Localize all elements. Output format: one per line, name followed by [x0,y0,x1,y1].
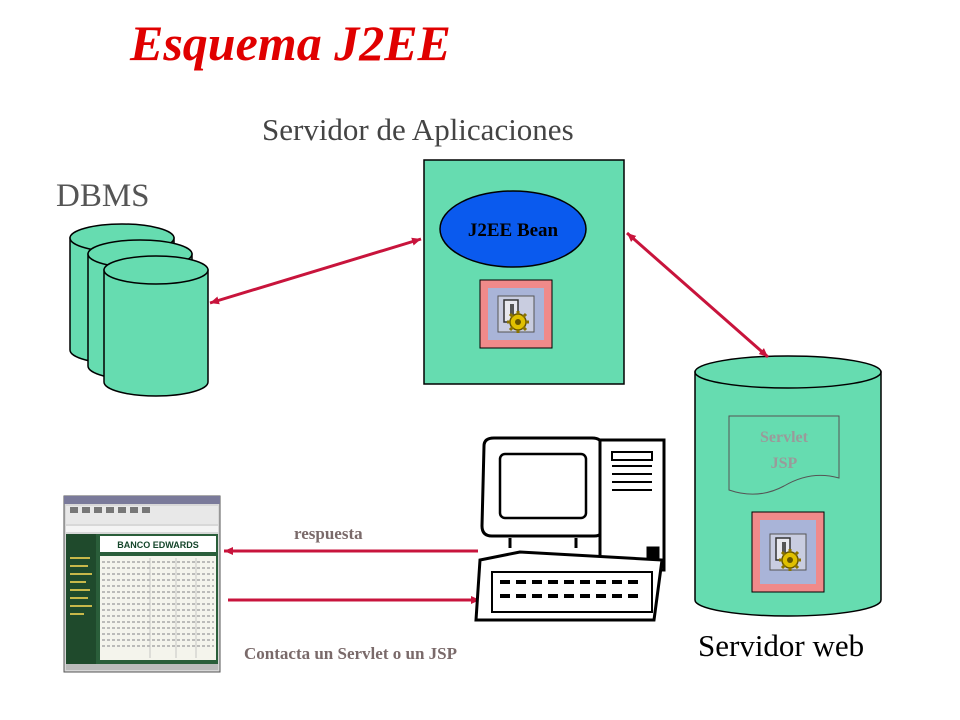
j2ee-bean-ellipse [439,190,587,268]
dbms-label: DBMS [56,178,150,214]
client-computer [474,436,666,622]
slide-title: Esquema J2EE [130,15,451,71]
browser-window-screenshot: BANCO EDWARDS [63,495,221,673]
bank-name-label: BANCO EDWARDS [117,540,199,550]
jsp-label: JSP [771,455,798,472]
bean-component-icon [479,279,553,349]
j2ee-bean-label: J2EE Bean [468,220,559,241]
database-cylinder-front [103,255,209,397]
response-label: respuesta [294,524,363,543]
servlet-jsp-document: Servlet JSP [728,415,840,495]
servlet-component-icon [751,511,825,593]
servlet-label: Servlet [760,429,809,446]
web-server-label: Servidor web [698,628,865,663]
appserver-webserver-arrow [626,231,769,359]
dbms-database-stack [69,223,209,397]
dbms-appserver-arrow [209,237,422,305]
request-label: Contacta un Servlet o un JSP [244,644,457,663]
app-server-label: Servidor de Aplicaciones [262,112,574,147]
